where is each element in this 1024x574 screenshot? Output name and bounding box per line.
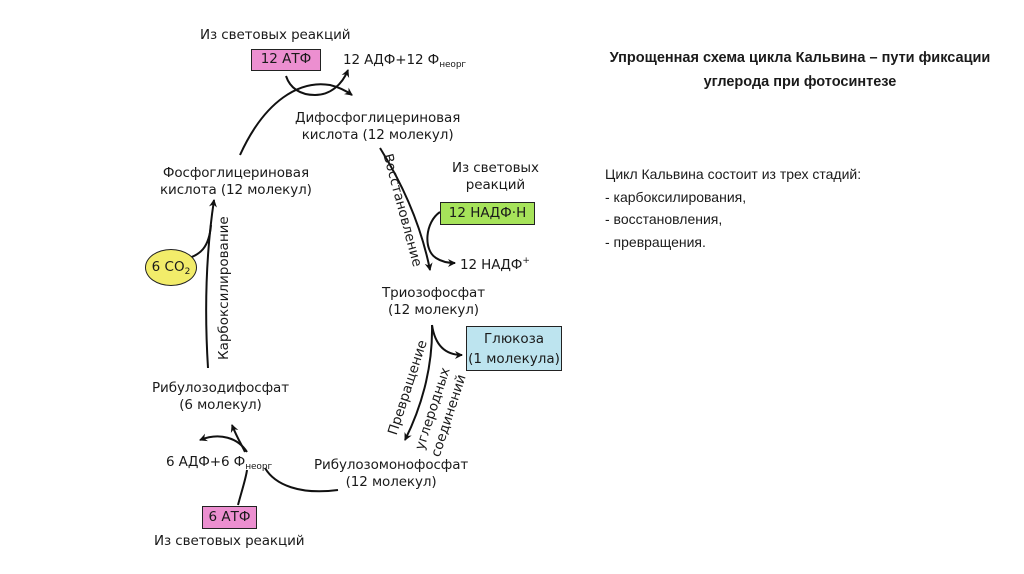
top-light-reactions-label: Из световых реакций — [200, 27, 351, 43]
triose-label: Триозофосфат(12 молекул) — [382, 285, 485, 318]
rump-label: Рибулозомонофосфат(12 молекул) — [314, 457, 469, 490]
adp6-label: 6 АДФ+6 Фнеорг — [166, 454, 273, 472]
bottom-light-reactions-label: Из световых реакций — [154, 533, 305, 549]
arrow-reduction — [379, 147, 433, 271]
glucose-box: Глюкоза(1 молекула) — [466, 326, 562, 371]
arrow-rump-to-adp — [264, 467, 339, 493]
nadp-label: 12 НАДФ+ — [460, 256, 530, 273]
co2-ellipse: 6 CO2 — [145, 249, 197, 286]
arrow-to-glucose — [431, 324, 463, 359]
arrow-carboxylation — [205, 199, 217, 369]
description-intro: Цикл Кальвина состоит из трех стадий: — [605, 166, 862, 182]
stage-item: - превращения. — [605, 233, 706, 250]
slide-title: Упрощенная схема цикла Кальвина – пути ф… — [609, 50, 991, 90]
slide-description: Цикл Кальвина состоит из трех стадий: - … — [605, 163, 861, 253]
arrow-conversion — [404, 324, 434, 441]
arrow-to-rubp — [230, 424, 246, 453]
nadph-box: 12 НАДФ·Н — [440, 202, 535, 225]
arrow-atp6-in — [237, 469, 248, 506]
stage-item: - карбоксилирования, — [605, 188, 747, 205]
stage-item: - восстановления, — [605, 211, 723, 227]
carboxylation-label: Карбоксилирование — [216, 216, 232, 360]
arrow-nadph-in — [426, 211, 456, 267]
arrow-adp-out — [314, 69, 350, 96]
rubp-label: Рибулозодифосфат(6 молекул) — [152, 380, 289, 413]
adp12-label: 12 АДФ+12 Фнеорг — [343, 52, 467, 70]
arrow-atp-in — [285, 75, 316, 96]
atp12-box: 12 АТФ — [251, 49, 321, 71]
arrow-pga-to-dpga — [239, 83, 353, 156]
atp6-box: 6 АТФ — [202, 506, 257, 529]
